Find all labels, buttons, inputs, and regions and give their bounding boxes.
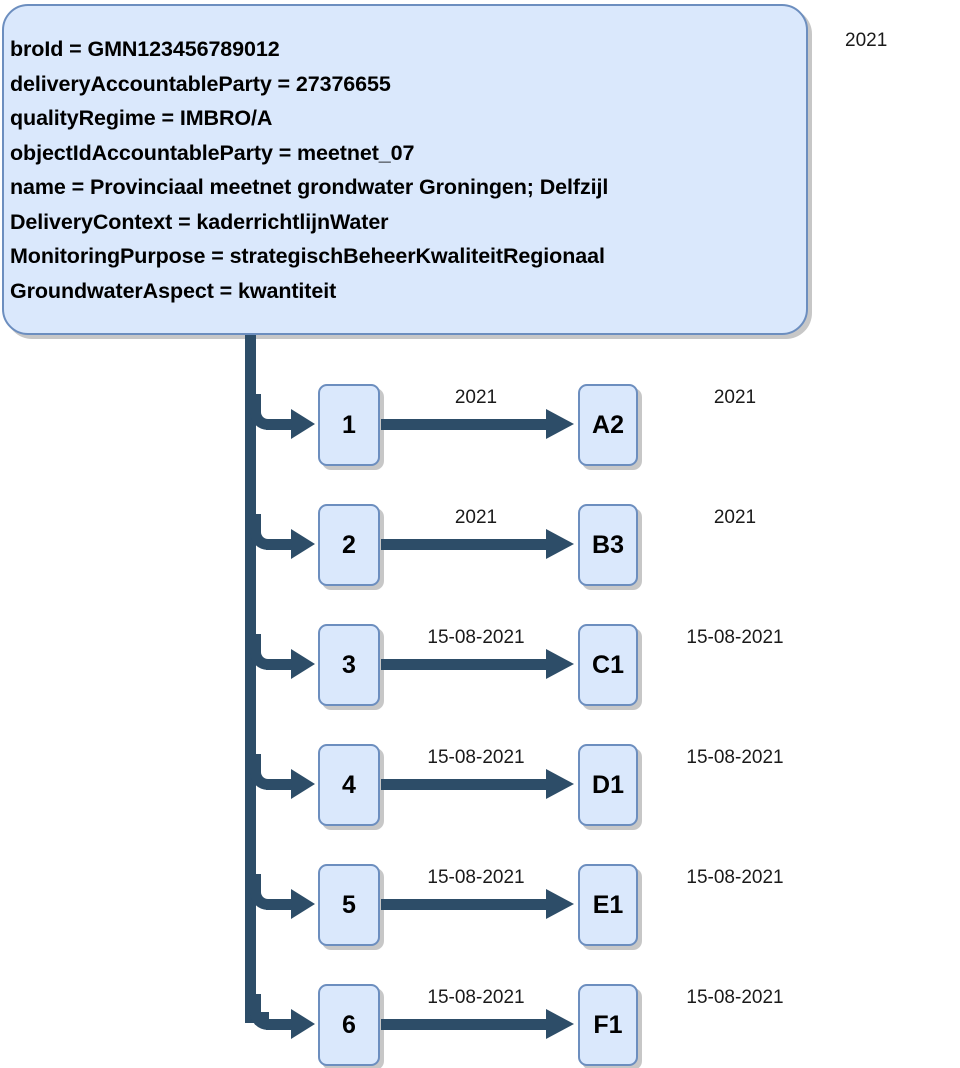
relation-arrow-head-icon [546, 769, 574, 799]
card-year-note: 2021 [845, 30, 888, 51]
branch-arrow-head-icon [291, 769, 315, 799]
branch-elbow-icon [250, 874, 272, 910]
tube-node[interactable]: B3 [578, 504, 638, 586]
measuring-point-node[interactable]: 1 [318, 384, 380, 466]
branch-arrow-head-icon [291, 529, 315, 559]
branch-arrow-shaft [266, 779, 296, 790]
relation-edge-label: 15-08-2021 [427, 867, 525, 888]
relation-arrow-shaft [381, 1019, 548, 1030]
branch-arrow-shaft [266, 1019, 296, 1030]
trunk-connector-line [245, 335, 256, 1023]
branch-elbow-icon [250, 514, 272, 550]
branch-arrow-shaft [266, 899, 296, 910]
gmn-attribute-card[interactable]: broId = GMN123456789012 deliveryAccounta… [2, 4, 808, 335]
branch-elbow-icon [250, 994, 272, 1030]
attribute-list: broId = GMN123456789012 deliveryAccounta… [10, 32, 800, 308]
branch-row: 3 15-08-2021 C1 15-08-2021 [0, 620, 960, 720]
attribute-line-name: name = Provinciaal meetnet grondwater Gr… [10, 175, 609, 199]
attribute-line-groundwater-aspect: GroundwaterAspect = kwantiteit [10, 278, 337, 303]
measuring-point-node[interactable]: 5 [318, 864, 380, 946]
relation-arrow-head-icon [546, 409, 574, 439]
attribute-line-monitoring-purpose: MonitoringPurpose = strategischBeheerKwa… [10, 244, 605, 268]
measuring-point-node[interactable]: 3 [318, 624, 380, 706]
branch-arrow-shaft [266, 539, 296, 550]
attribute-line-delivery-context: DeliveryContext = kaderrichtlijnWater [10, 209, 389, 234]
branch-arrow-head-icon [291, 889, 315, 919]
row-side-note: 15-08-2021 [686, 627, 784, 648]
measuring-point-node[interactable]: 4 [318, 744, 380, 826]
branch-arrow-head-icon [291, 649, 315, 679]
tube-node[interactable]: C1 [578, 624, 638, 706]
branch-arrow-head-icon [291, 409, 315, 439]
attribute-line-delivery-party: deliveryAccountableParty = 27376655 [10, 71, 391, 96]
branch-row: 4 15-08-2021 D1 15-08-2021 [0, 740, 960, 840]
relation-arrow-head-icon [546, 1009, 574, 1039]
tube-node[interactable]: E1 [578, 864, 638, 946]
relation-edge-label: 2021 [454, 507, 498, 528]
relation-arrow-head-icon [546, 889, 574, 919]
branch-elbow-icon [250, 754, 272, 790]
relation-edge-label: 15-08-2021 [427, 747, 525, 768]
row-side-note: 15-08-2021 [686, 747, 784, 768]
branch-row: 6 15-08-2021 F1 15-08-2021 [0, 980, 960, 1068]
branch-arrow-head-icon [291, 1009, 315, 1039]
attribute-line-object-id: objectIdAccountableParty = meetnet_07 [10, 140, 415, 165]
attribute-line-quality-regime: qualityRegime = IMBRO/A [10, 106, 273, 130]
row-side-note: 15-08-2021 [686, 987, 784, 1008]
branch-arrow-shaft [266, 659, 296, 670]
row-side-note: 2021 [713, 387, 757, 408]
relation-arrow-shaft [381, 899, 548, 910]
branch-row: 1 2021 A2 2021 [0, 380, 960, 480]
relation-arrow-shaft [381, 779, 548, 790]
relation-arrow-shaft [381, 419, 548, 430]
branch-row: 5 15-08-2021 E1 15-08-2021 [0, 860, 960, 960]
row-side-note: 15-08-2021 [686, 867, 784, 888]
branch-elbow-icon [250, 394, 272, 430]
branch-row: 2 2021 B3 2021 [0, 500, 960, 600]
measuring-point-node[interactable]: 2 [318, 504, 380, 586]
measuring-point-node[interactable]: 6 [318, 984, 380, 1066]
relation-edge-label: 15-08-2021 [427, 987, 525, 1008]
relation-edge-label: 2021 [454, 387, 498, 408]
tube-node[interactable]: A2 [578, 384, 638, 466]
row-side-note: 2021 [713, 507, 757, 528]
attribute-line-broid: broId = GMN123456789012 [10, 37, 280, 61]
branch-arrow-shaft [266, 419, 296, 430]
relation-arrow-shaft [381, 659, 548, 670]
relation-arrow-head-icon [546, 529, 574, 559]
relation-arrow-shaft [381, 539, 548, 550]
tube-node[interactable]: D1 [578, 744, 638, 826]
tube-node[interactable]: F1 [578, 984, 638, 1066]
relation-arrow-head-icon [546, 649, 574, 679]
branch-elbow-icon [250, 634, 272, 670]
relation-edge-label: 15-08-2021 [427, 627, 525, 648]
